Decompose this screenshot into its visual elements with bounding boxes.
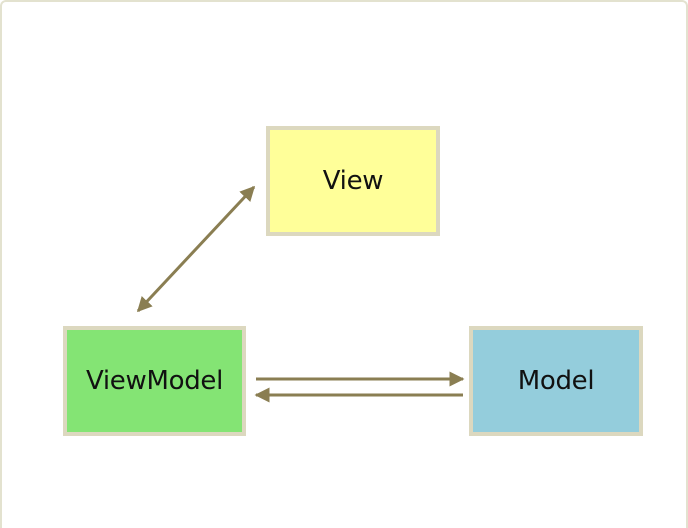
- viewmodel-node: ViewModel: [63, 326, 246, 436]
- model-node: Model: [469, 326, 643, 436]
- viewmodel-node-label: ViewModel: [85, 366, 224, 396]
- view-node-label: View: [322, 166, 384, 196]
- edge-viewmodel-view-arrow: [136, 185, 256, 313]
- model-node-label: Model: [517, 366, 595, 396]
- view-node: View: [266, 126, 440, 236]
